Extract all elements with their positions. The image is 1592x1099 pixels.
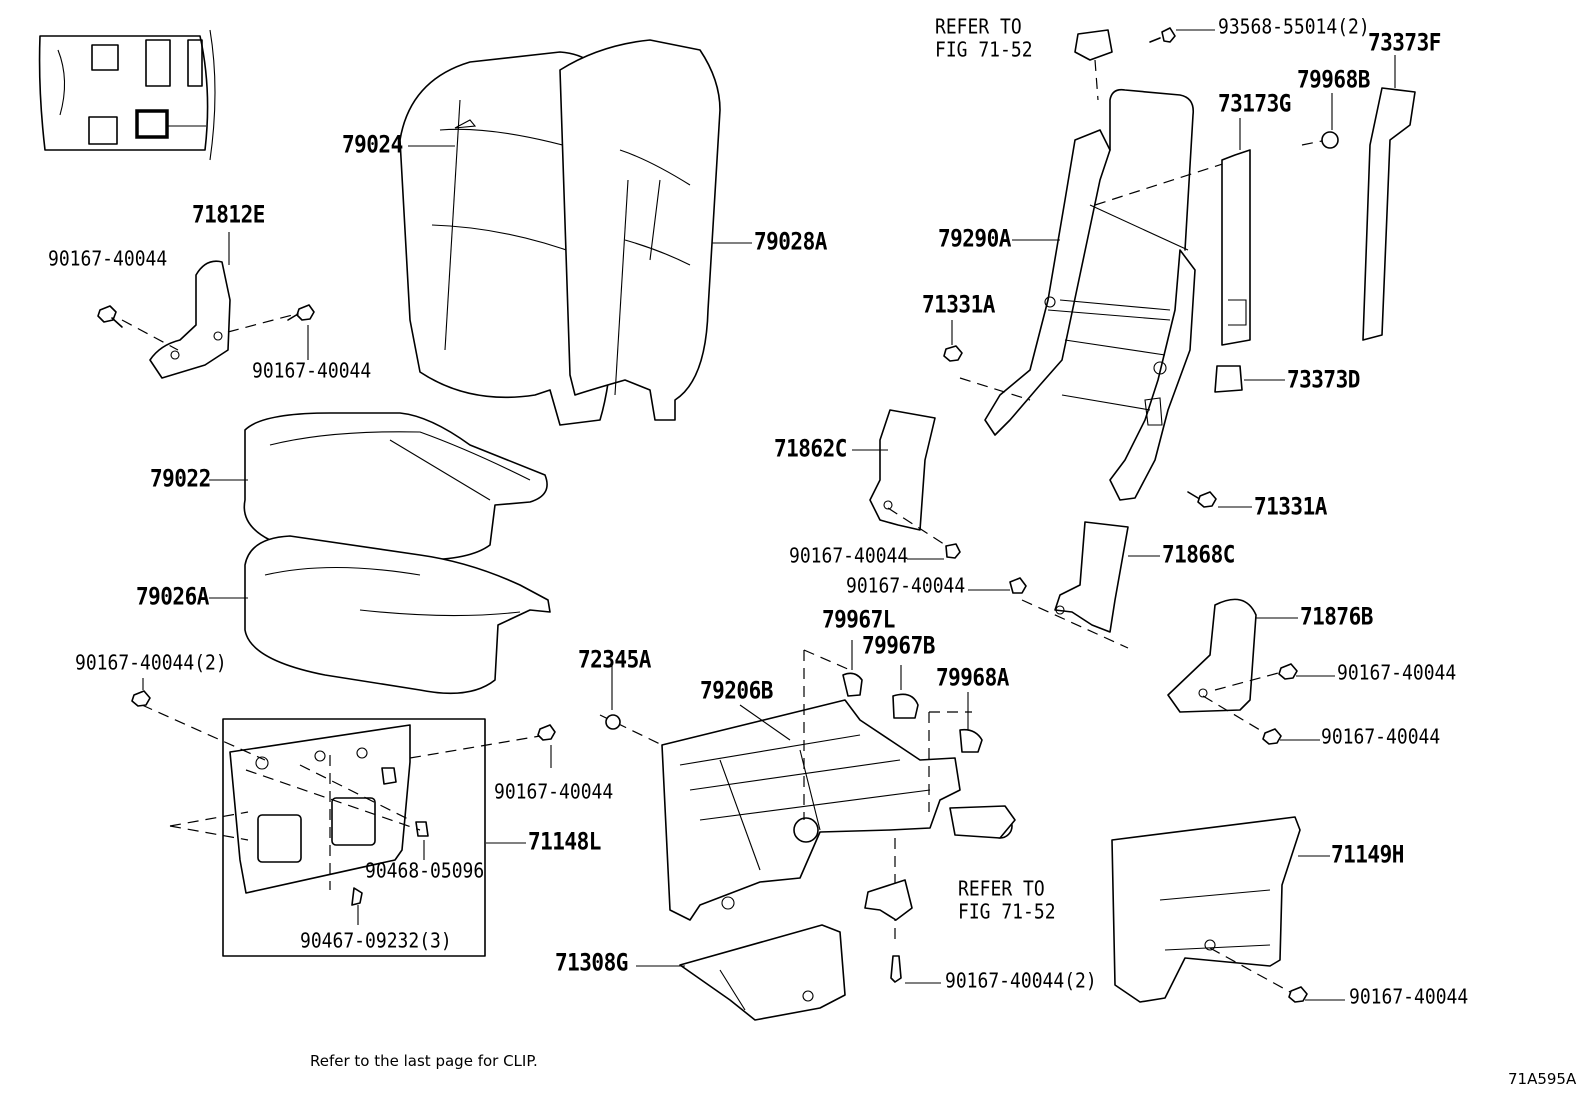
garnish-73373F: [1362, 87, 1416, 341]
label-90167-40044: 90167-40044: [48, 246, 168, 271]
label-90167-40044: 90167-40044: [789, 543, 909, 568]
hinge-cover-71812E: [121, 260, 301, 379]
label-90167-40044: 90167-40044: [252, 358, 372, 383]
figure-code: 71A595A: [1508, 1070, 1577, 1088]
label-73173G: 73173G: [1218, 89, 1291, 118]
label-79206B: 79206B: [700, 676, 773, 705]
vehicle-locator-inset: [38, 29, 216, 161]
label-79967B: 79967B: [862, 631, 935, 660]
label-71331A: 71331A: [1254, 492, 1327, 521]
label-90167-40044-2: 90167-40044(2): [75, 650, 227, 675]
label-73373F: 73373F: [1368, 28, 1441, 57]
label-72345A: 72345A: [578, 645, 651, 674]
label-73373D: 73373D: [1287, 365, 1360, 394]
refer-to-fig-mid: REFER TO FIG 71-52: [958, 876, 1056, 924]
label-90467-09232: 90467-09232(3): [300, 928, 452, 953]
label-71148L: 71148L: [528, 827, 601, 856]
label-90167-40044: 90167-40044: [846, 573, 966, 598]
label-93568-55014: 93568-55014(2): [1218, 14, 1370, 39]
label-90167-40044: 90167-40044: [1321, 724, 1441, 749]
label-90167-40044: 90167-40044: [494, 779, 614, 804]
label-90468-05096: 90468-05096: [365, 858, 485, 883]
bracket-71308G: [679, 924, 846, 1021]
seat-back-frame: [959, 59, 1236, 501]
label-79290A: 79290A: [938, 224, 1011, 253]
seat-cushion-pad: [244, 535, 551, 695]
seat-frame: [599, 699, 1016, 921]
label-71331A: 71331A: [922, 290, 995, 319]
label-71308G: 71308G: [555, 948, 628, 977]
label-90167-40044: 90167-40044: [1337, 660, 1457, 685]
label-71868C: 71868C: [1162, 540, 1235, 569]
label-79968B: 79968B: [1297, 65, 1370, 94]
label-79024: 79024: [342, 130, 403, 159]
seat-back-pad: [559, 39, 721, 421]
label-79968A: 79968A: [936, 663, 1009, 692]
clip-note: Refer to the last page for CLIP.: [310, 1052, 538, 1070]
label-71812E: 71812E: [192, 200, 265, 229]
cover-71876B: [1167, 598, 1298, 745]
label-71876B: 71876B: [1300, 602, 1373, 631]
label-79967L: 79967L: [822, 605, 895, 634]
label-90167-40044-2: 90167-40044(2): [945, 968, 1097, 993]
side-shield-box: [141, 704, 541, 957]
label-90167-40044: 90167-40044: [1349, 984, 1469, 1009]
label-71149H: 71149H: [1331, 840, 1404, 869]
cover-71868C: [1009, 521, 1129, 649]
label-79028A: 79028A: [754, 227, 827, 256]
cover-71862C: [869, 409, 961, 559]
label-79022: 79022: [150, 464, 211, 493]
leader-lines: [142, 29, 1396, 1001]
back-panel-73173G: [1214, 149, 1251, 393]
label-79026A: 79026A: [136, 582, 209, 611]
refer-to-fig-top: REFER TO FIG 71-52: [935, 14, 1033, 62]
cover-71149H: [1111, 816, 1308, 1003]
label-71862C: 71862C: [774, 434, 847, 463]
